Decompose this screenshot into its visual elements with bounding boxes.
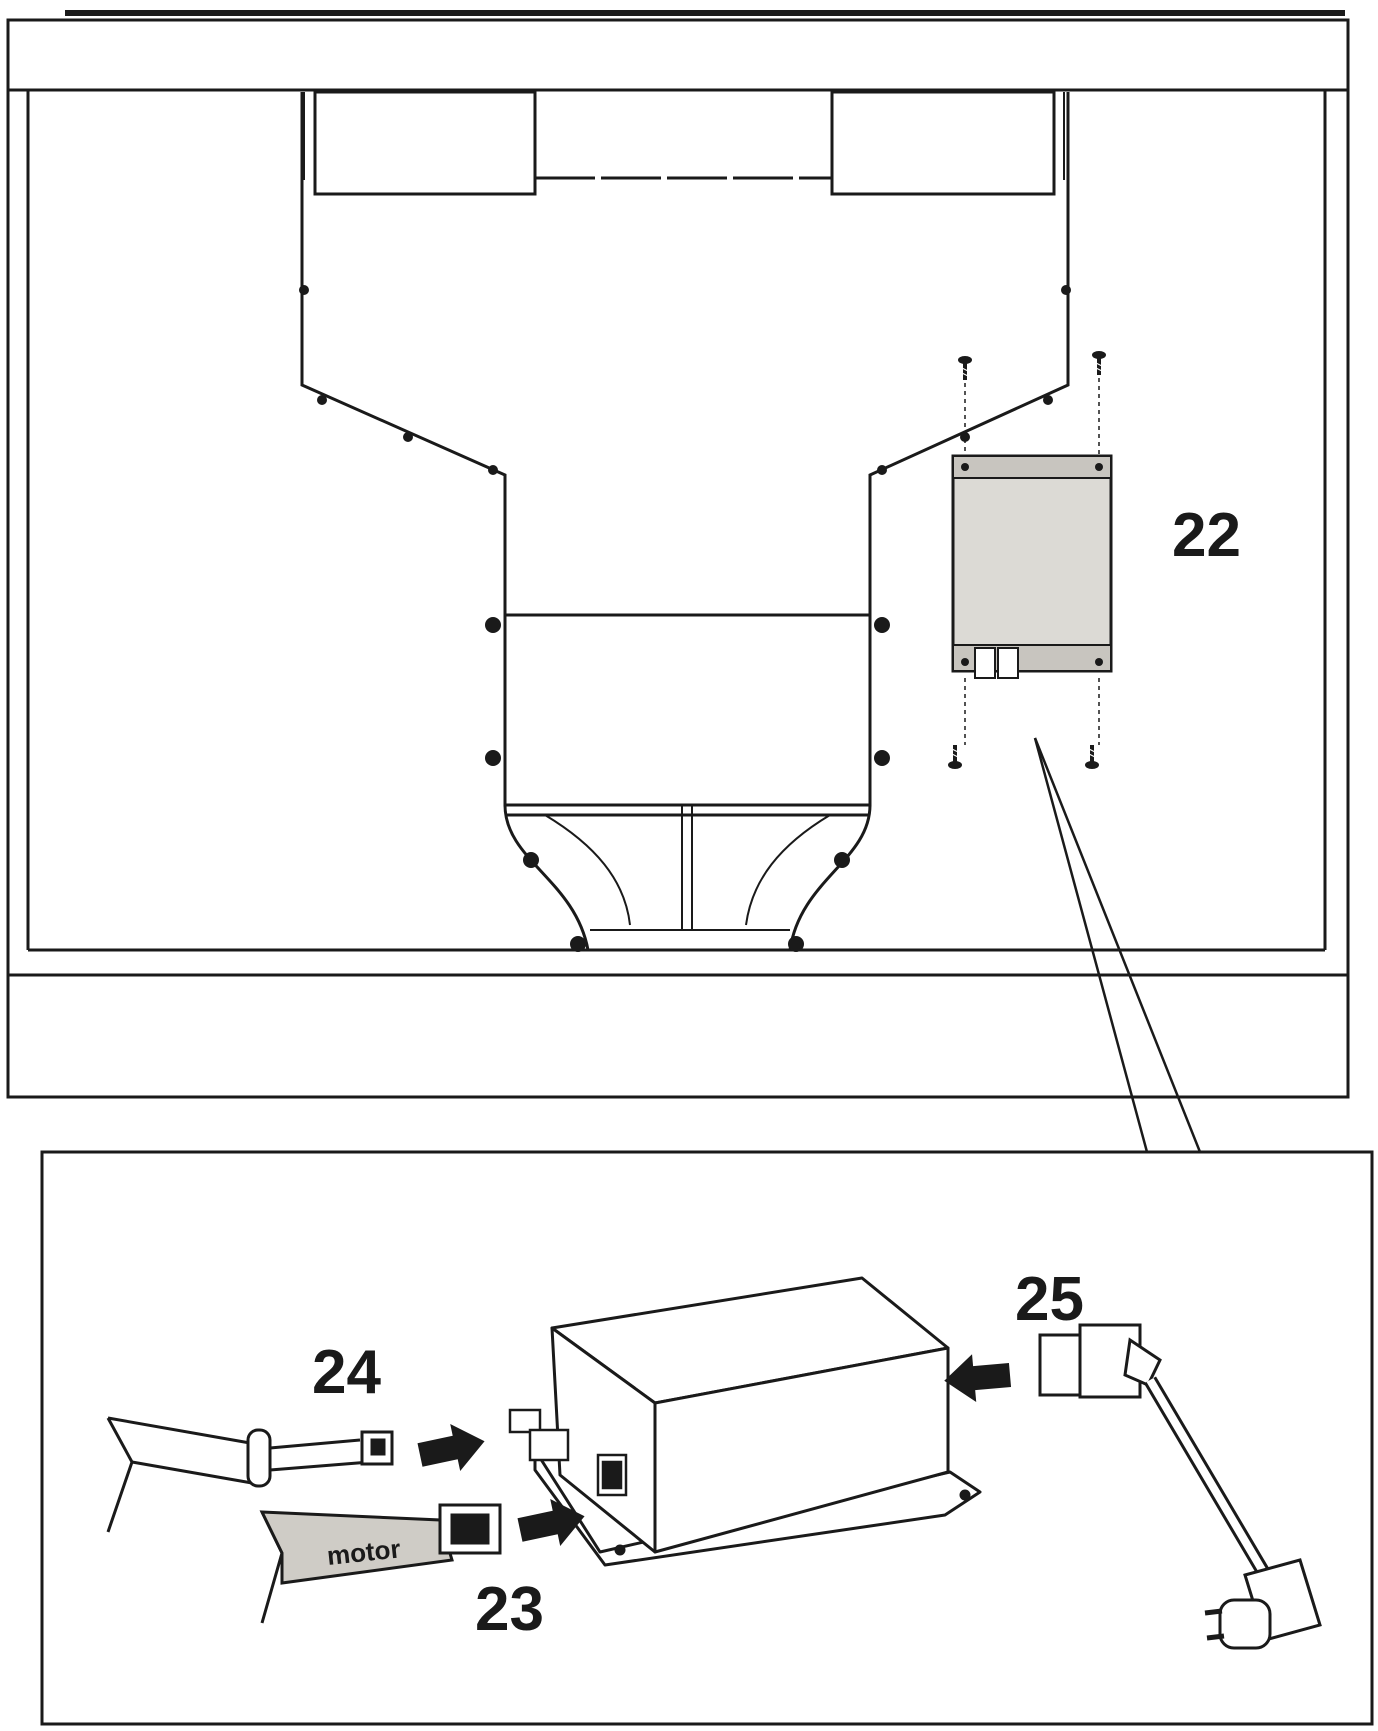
label-22: 22 (1172, 501, 1241, 570)
screw-icon (956, 354, 974, 382)
screw-icon (946, 743, 964, 771)
control-unit-mounted (951, 454, 1113, 679)
hood-base (6, 973, 1350, 1099)
label-25: 25 (1015, 1265, 1084, 1334)
motor-cable (259, 1503, 502, 1624)
connector-icon (508, 1408, 628, 1497)
arrow-icon (942, 1351, 1013, 1405)
funnel-left-inner (544, 814, 631, 926)
power-cable (1038, 1323, 1275, 1584)
housing-rivets (299, 285, 1071, 952)
detail-inset (40, 1150, 1374, 1726)
screw-icon (1083, 743, 1101, 771)
motor-box (503, 613, 872, 807)
mounting-screws (946, 349, 1108, 771)
funnel-right-inner (745, 814, 831, 926)
label-23: 23 (475, 1575, 544, 1644)
filter-housing-right (830, 90, 1056, 196)
hood-view (6, 10, 1350, 1099)
hood-top-frame (6, 18, 1350, 92)
label-24: 24 (312, 1338, 381, 1407)
control-unit-detail (533, 1276, 982, 1567)
zoom-lines (1033, 737, 1202, 1153)
motor-housing-outline (300, 92, 1070, 952)
signal-cable (106, 1416, 394, 1533)
arrow-icon (415, 1417, 490, 1479)
arrow-icon (515, 1492, 590, 1554)
plug-icon (1204, 1558, 1322, 1650)
filter-housing-left (313, 90, 537, 196)
screw-icon (1090, 349, 1108, 377)
